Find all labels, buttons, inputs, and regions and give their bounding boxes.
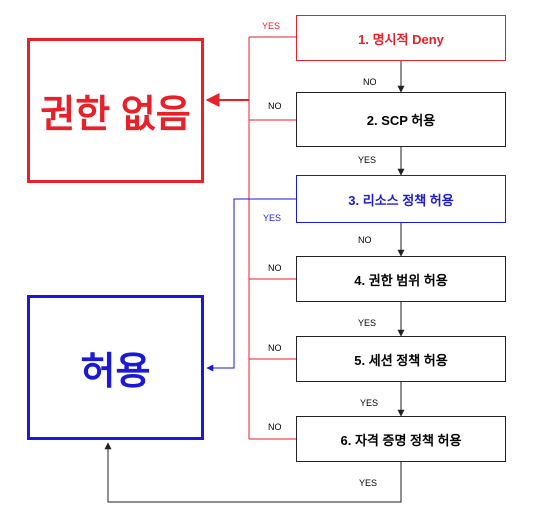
allow-result-box: 허용: [27, 295, 204, 440]
step-4-permission-boundary: 4. 권한 범위 허용: [296, 256, 506, 302]
step-5-label: 5. 세션 정책 허용: [354, 352, 448, 368]
step-2-scp-allow: 2. SCP 허용: [296, 92, 506, 147]
step-3-label: 3. 리소스 정책 허용: [348, 192, 454, 208]
step-6-identity-policy: 6. 자격 증명 정책 허용: [296, 416, 506, 462]
label-no-step-3: NO: [358, 235, 372, 245]
step-6-label: 6. 자격 증명 정책 허용: [340, 432, 462, 448]
label-yes-step-1: YES: [262, 21, 281, 31]
connector-6-allow: [104, 442, 402, 503]
label-no-step-5: NO: [268, 343, 282, 353]
step-1-label: 1. 명시적 Deny: [358, 31, 444, 47]
step-5-session-policy: 5. 세션 정책 허용: [296, 336, 506, 382]
label-yes-step-6: YES: [359, 478, 378, 488]
deny-result-label: 권한 없음: [40, 94, 191, 136]
step-4-label: 4. 권한 범위 허용: [354, 272, 448, 288]
label-yes-step-3: YES: [263, 213, 282, 223]
step-2-label: 2. SCP 허용: [366, 113, 436, 128]
label-no-step-6: NO: [268, 422, 282, 432]
label-yes-step-5: YES: [360, 398, 379, 408]
step-3-resource-policy: 3. 리소스 정책 허용: [296, 175, 506, 223]
deny-result-box: 권한 없음: [27, 38, 204, 183]
label-no-step-4: NO: [268, 263, 282, 273]
label-no-step-1: NO: [363, 77, 377, 87]
allow-from-step-3: [206, 198, 296, 372]
allow-result-label: 허용: [80, 351, 151, 393]
step-1-explicit-deny: 1. 명시적 Deny: [296, 15, 506, 61]
label-no-step-2: NO: [268, 101, 282, 111]
label-yes-step-2: YES: [358, 155, 377, 165]
label-yes-step-4: YES: [358, 318, 377, 328]
